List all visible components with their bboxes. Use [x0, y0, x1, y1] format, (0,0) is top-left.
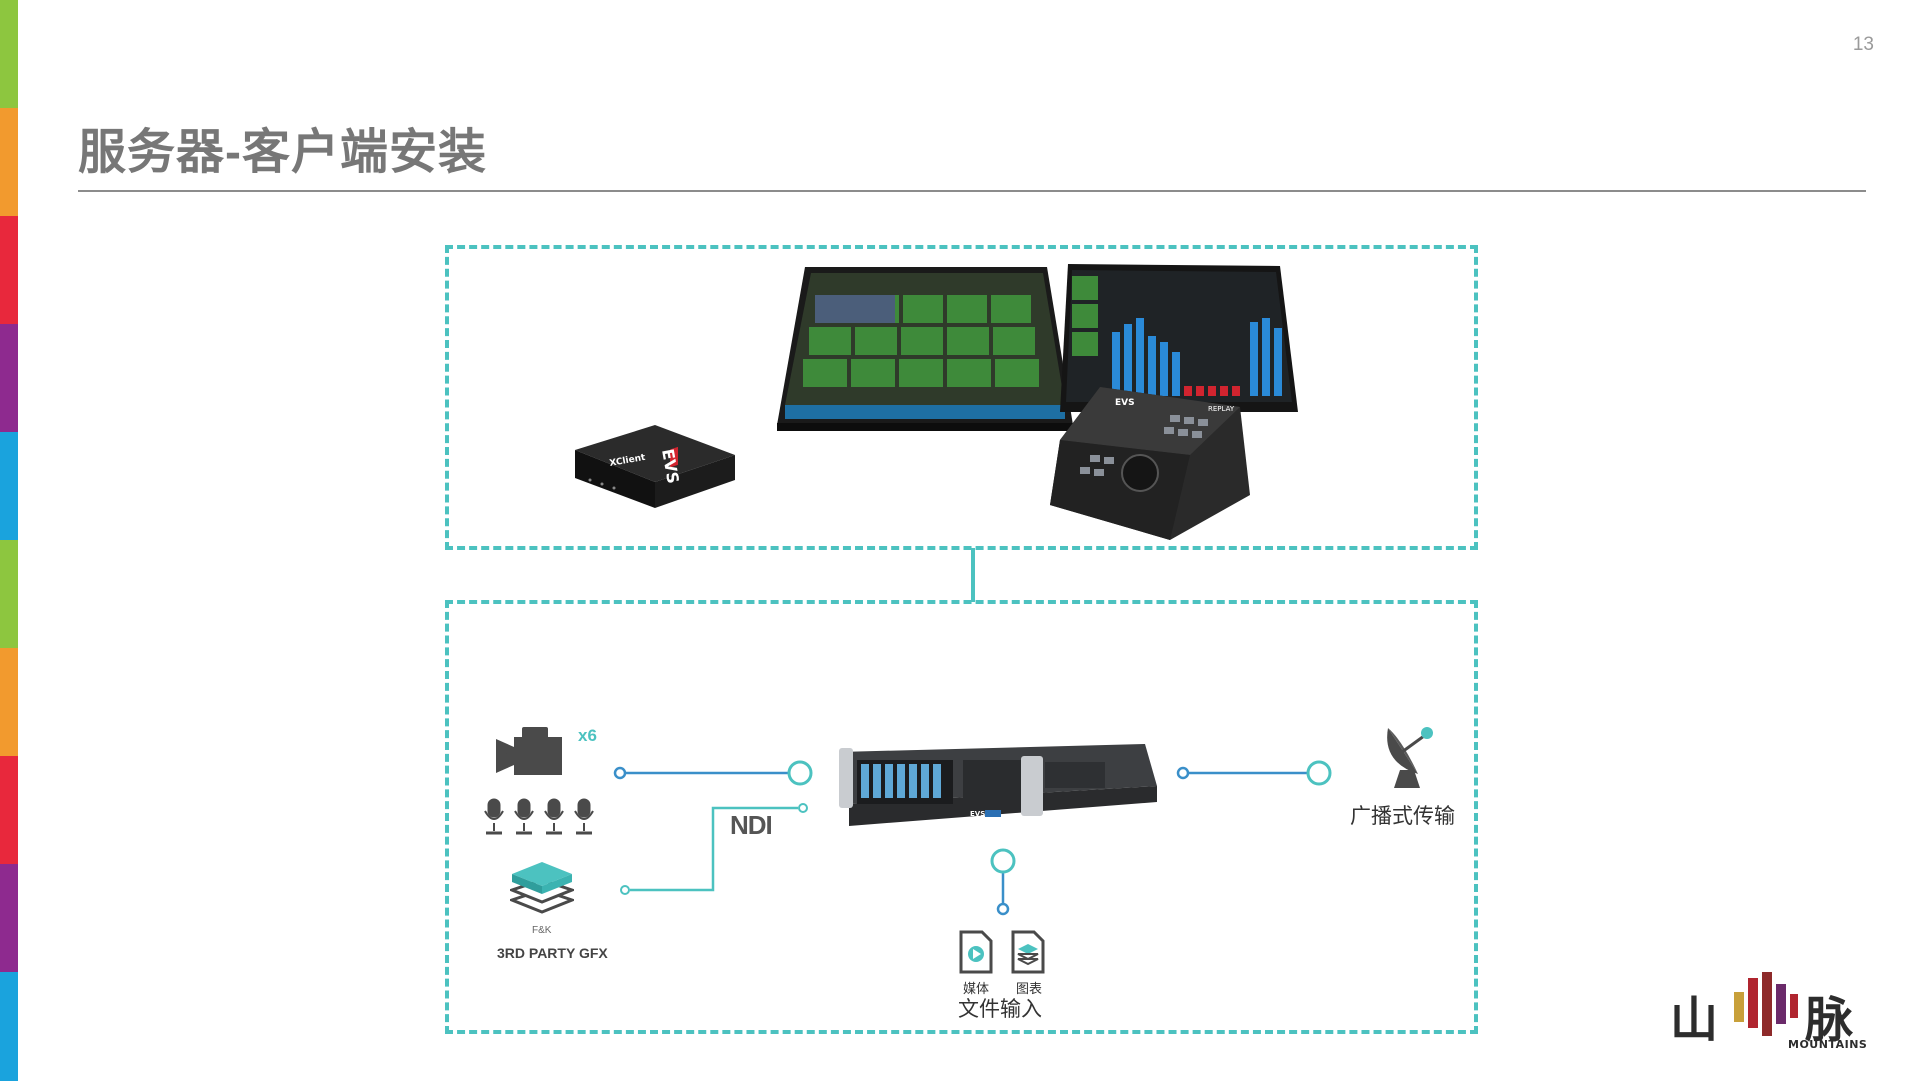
page-number: 13: [1852, 34, 1874, 55]
xclient-mini-pc: XClient EVS: [575, 425, 735, 508]
media-label: 媒体: [963, 981, 990, 996]
audio-meter-monitor: [1060, 264, 1298, 412]
graphics-file-icon: [1011, 930, 1045, 974]
ndi-label: NDI: [730, 810, 773, 840]
gfx-small-label: F&K: [532, 925, 552, 936]
logo-bars: [1734, 972, 1798, 1036]
logo-glyph-vein: 脉: [1805, 992, 1854, 1048]
broadcast-label: 广播式传输: [1350, 805, 1455, 828]
touchscreen-monitor: [777, 267, 1073, 431]
camera-count: x6: [578, 726, 597, 745]
server-evs-logo: EVS: [970, 810, 985, 818]
file-input-label: 文件输入: [958, 998, 1042, 1021]
box-connector-line: [971, 548, 975, 602]
replay-controller: EVS REPLAY: [1050, 387, 1250, 540]
graphics-label: 图表: [1016, 981, 1043, 996]
satellite-dish-icon: [1387, 727, 1433, 788]
logo-glyph-mountain: 山: [1670, 992, 1719, 1048]
client-devices-box: [445, 245, 1478, 550]
title-divider: [78, 190, 1866, 192]
video-camera-icon: [496, 727, 562, 775]
logo-sub: MOUNTAINS: [1788, 1038, 1868, 1051]
controller-evs-logo: EVS: [1115, 398, 1135, 408]
page-title: 服务器-客户端安装: [78, 126, 487, 179]
microphone-icons: [484, 798, 594, 835]
graphics-layers-icon: [510, 862, 574, 914]
gfx-label: 3RD PARTY GFX: [497, 945, 608, 961]
controller-label: REPLAY: [1208, 405, 1235, 413]
evs-server: EVS: [839, 744, 1157, 826]
server-system-box: [445, 600, 1478, 1034]
media-file-icon: [959, 930, 993, 974]
